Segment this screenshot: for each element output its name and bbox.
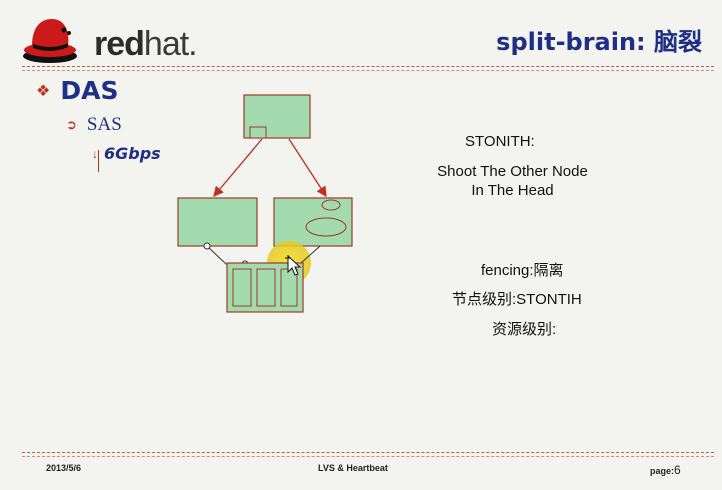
header-divider-secondary bbox=[22, 70, 714, 71]
split-brain-diagram bbox=[177, 94, 353, 313]
fencing-label: fencing:隔离 bbox=[481, 262, 564, 279]
footer-title: LVS & Heartbeat bbox=[318, 463, 388, 473]
resource-level-label: 资源级别: bbox=[492, 321, 557, 338]
bullet-sas-text: SAS bbox=[86, 114, 122, 135]
stonith-label: STONITH: bbox=[465, 133, 535, 150]
connector-dot-left bbox=[203, 242, 211, 250]
node-level-label: 节点级别:STONTIH bbox=[452, 291, 582, 308]
logo-red-text: red bbox=[94, 25, 145, 63]
diamond-bullet-icon: ❖ bbox=[36, 82, 51, 100]
logo-hat-text: hat. bbox=[143, 25, 198, 63]
redhat-logo-icon bbox=[23, 19, 77, 63]
right-node-disk-large bbox=[305, 217, 347, 237]
arrow-bullet-icon: ➲ bbox=[66, 117, 77, 132]
right-connection-line bbox=[299, 245, 321, 265]
arrow-to-right-node bbox=[288, 138, 327, 198]
footer-page-number: 6 bbox=[674, 463, 681, 477]
top-node-port bbox=[249, 126, 267, 139]
bullet-6gbps: ↓ 6Gbps bbox=[92, 144, 161, 163]
arrow-to-left-node bbox=[213, 138, 263, 197]
bullet-6gbps-text: 6Gbps bbox=[104, 144, 161, 163]
redhat-logo: redhat. bbox=[22, 10, 212, 68]
bullet-das-text: DAS bbox=[60, 76, 119, 105]
bullet-sas: ➲ SAS bbox=[66, 114, 122, 136]
chevron-down-icon: ↓ bbox=[92, 146, 98, 161]
stonith-expansion-line1: Shoot The Other Node bbox=[437, 163, 588, 180]
footer-page-label: page: bbox=[650, 466, 675, 476]
bullet-das: ❖ DAS bbox=[36, 76, 118, 105]
left-node-box bbox=[177, 197, 258, 247]
bullet-connector-line bbox=[98, 150, 99, 172]
redhat-wordmark: redhat. bbox=[94, 25, 198, 64]
right-node-disk-small bbox=[321, 199, 341, 211]
stonith-expansion-line2: In The Head bbox=[471, 182, 554, 199]
storage-disk-1 bbox=[232, 268, 252, 307]
footer-date: 2013/5/6 bbox=[46, 463, 82, 473]
cursor-icon bbox=[285, 254, 302, 276]
footer-divider bbox=[22, 452, 714, 453]
footer-page: page:6 bbox=[650, 463, 681, 477]
slide-title: split-brain: 脑裂 bbox=[496, 28, 702, 56]
footer-divider-secondary bbox=[22, 456, 714, 457]
storage-disk-2 bbox=[256, 268, 276, 307]
header-divider bbox=[22, 66, 714, 67]
